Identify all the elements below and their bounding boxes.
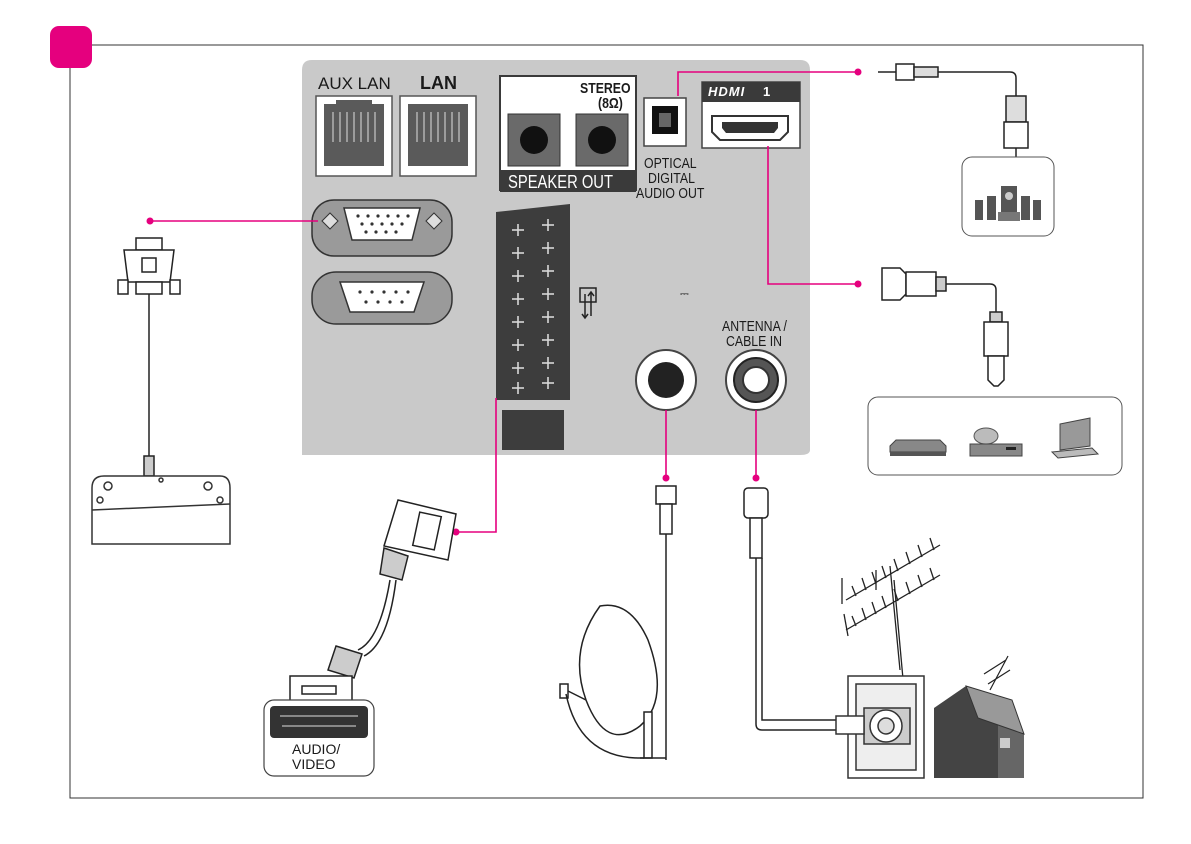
- hdmi-cable-icon: [881, 267, 1009, 387]
- lan-port: [399, 95, 477, 177]
- aux-lan-label: AUX LAN: [318, 74, 391, 93]
- vga-cable-icon: [117, 237, 181, 477]
- optical-label-2: DIGITAL: [648, 170, 695, 187]
- speaker-jack-icon: [507, 113, 561, 167]
- speaker-out-block: [499, 75, 637, 192]
- optical-cable-icon: [878, 63, 1029, 158]
- rs232-port-icon: [338, 281, 426, 313]
- connector-lines: [150, 71, 858, 533]
- vga-port: [311, 199, 453, 257]
- house-icon: [934, 655, 1025, 778]
- stereo-label: STEREO: [580, 80, 631, 97]
- disc-player-icon: [969, 427, 1023, 457]
- scart-cable-icon: [289, 499, 457, 705]
- rs232-port: [311, 271, 453, 325]
- optical-label-1: OPTICAL: [644, 155, 697, 172]
- home-theater-icon: [975, 186, 1041, 221]
- laptop-icon: [1050, 417, 1100, 459]
- antenna-in-port: [725, 349, 787, 411]
- diagram-frame: [69, 44, 1144, 799]
- aux-lan-port: [315, 95, 393, 177]
- coax-port-icon: [648, 362, 684, 398]
- satellite-in-port: [635, 349, 697, 411]
- section-marker-icon: [50, 26, 92, 68]
- ir-blaster-icon: [91, 475, 231, 545]
- scart-port-icon: [496, 204, 570, 400]
- speaker-out-label: SPEAKER OUT: [508, 172, 613, 192]
- scart-label-1: AUDIO/: [292, 741, 341, 757]
- antenna-label-2: CABLE IN: [726, 333, 783, 350]
- hdmi-logo: HDMI: [708, 84, 746, 99]
- scart-label-2: VIDEO: [292, 756, 336, 772]
- antenna-label-1: ANTENNA /: [722, 318, 787, 335]
- lan-label: LAN: [420, 73, 457, 93]
- satellite-dish-icon: [559, 485, 677, 760]
- optical-label-3: AUDIO OUT: [636, 185, 705, 202]
- speaker-jack-icon: [575, 113, 629, 167]
- scart-symbol-icon: [579, 287, 597, 320]
- roof-antenna-icon: [841, 537, 941, 691]
- hdmi-number: 1: [763, 84, 771, 99]
- coax-cable-icon: [743, 487, 836, 731]
- hdmi-port: [701, 81, 801, 149]
- scart-device-panel: [263, 699, 375, 777]
- dc-symbol: ⎓: [680, 288, 689, 300]
- dvd-player-icon: [889, 439, 947, 456]
- connector-dots: [146, 68, 862, 536]
- optical-port: [643, 97, 687, 147]
- scart-port: [496, 204, 570, 400]
- scart-socket-cover: [502, 410, 564, 450]
- wall-socket-icon: [835, 675, 925, 779]
- ohm-label: (8Ω): [598, 95, 623, 112]
